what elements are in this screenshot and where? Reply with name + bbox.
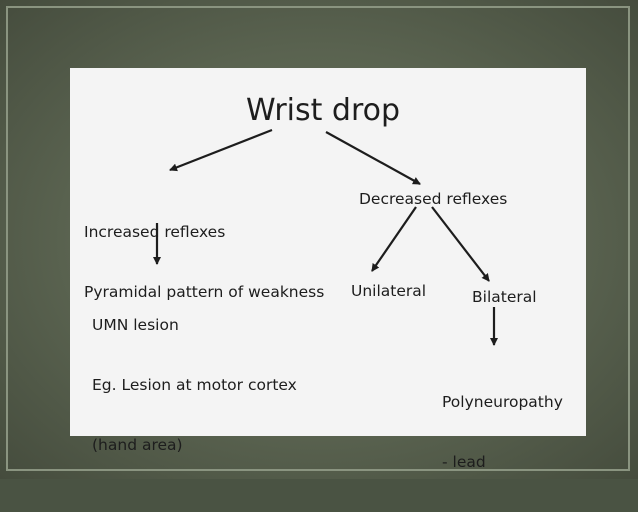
node-decreased-reflexes: Decreased reflexes xyxy=(359,190,508,208)
node-umn-lesion: UMN lesion Eg. Lesion at motor cortex (h… xyxy=(92,275,297,495)
node-polyneuropathy-line2: - lead xyxy=(442,453,486,471)
node-increased-reflexes: Increased reflexes Pyramidal pattern of … xyxy=(84,182,324,342)
node-polyneuropathy-line1: Polyneuropathy xyxy=(442,393,563,411)
arrow-title-to-decreased xyxy=(325,131,421,185)
node-unilateral: Unilateral xyxy=(351,282,427,300)
slide: Wrist drop Increased reflexes Pyramidal … xyxy=(0,0,638,479)
node-umn-line3: (hand area) xyxy=(92,436,183,454)
slide-border xyxy=(6,6,630,471)
arrow-decreased-to-bilateral xyxy=(431,206,490,282)
node-umn-line2: Eg. Lesion at motor cortex xyxy=(92,376,297,394)
node-increased-line2: Pyramidal pattern of weakness xyxy=(84,283,325,301)
node-increased-line1: Increased reflexes xyxy=(84,223,226,241)
node-umn-line1: UMN lesion xyxy=(92,316,179,334)
arrow-title-to-increased xyxy=(169,128,273,172)
node-polyneuropathy: Polyneuropathy - lead xyxy=(442,352,563,512)
node-bilateral: Bilateral xyxy=(472,288,537,306)
arrow-decreased-to-unilateral xyxy=(371,206,417,272)
diagram-title: Wrist drop xyxy=(246,93,401,128)
arrows-layer xyxy=(153,128,498,346)
